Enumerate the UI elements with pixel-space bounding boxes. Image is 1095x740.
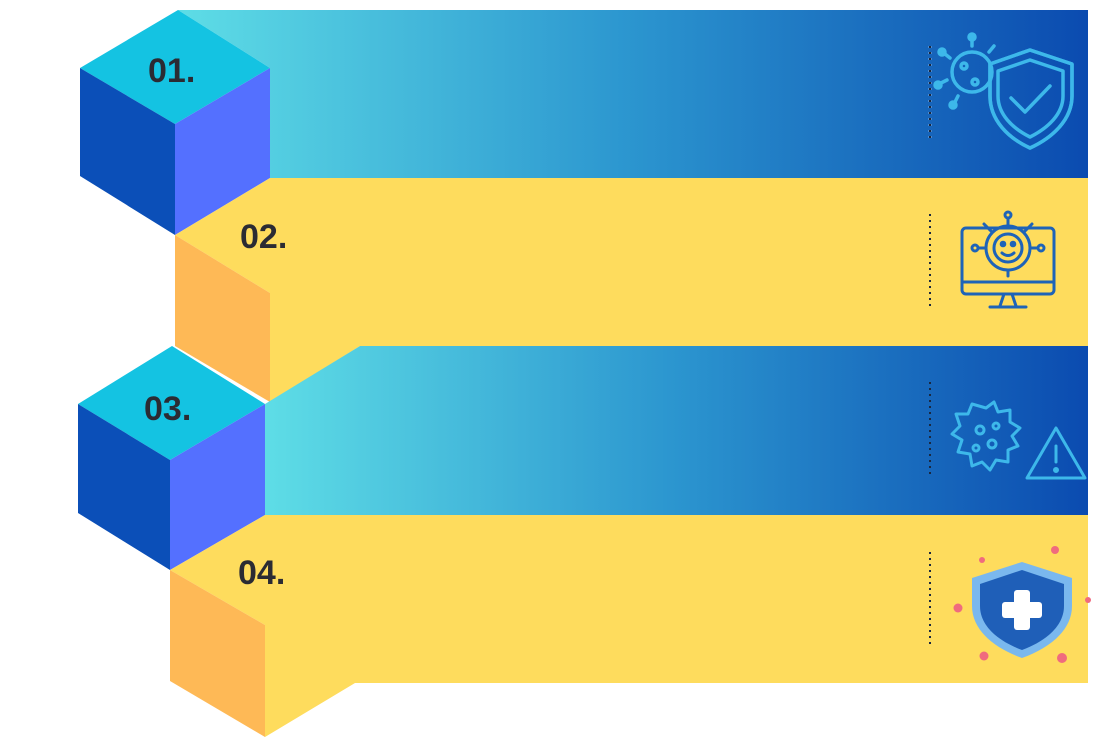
- step-04-cube-left: [170, 570, 265, 737]
- step-01-cube-left: [80, 68, 175, 235]
- step-03-band: [265, 346, 1088, 515]
- step-03: 03.: [78, 346, 1088, 570]
- step-01-cube-right: [175, 68, 270, 235]
- virus-warning-icon: [950, 400, 1087, 480]
- step-01-number: 01.: [148, 52, 195, 90]
- computer-virus-monitor-icon: [960, 210, 1056, 309]
- step-04-band: [170, 515, 1088, 737]
- step-04-number: 04.: [238, 554, 285, 592]
- medical-shield-cross-icon: [953, 546, 1091, 663]
- step-03-number: 03.: [144, 390, 191, 428]
- step-03-cube-right: [170, 404, 265, 570]
- step-01-cube-top: [80, 10, 270, 124]
- step-04: 04.: [170, 515, 1091, 737]
- step-02-cube-left: [175, 235, 270, 402]
- step-03-cube-left: [78, 404, 170, 570]
- step-01: 01.: [80, 10, 1088, 235]
- step-02-number: 02.: [240, 218, 287, 256]
- step-03-cube-top: [78, 346, 265, 460]
- virus-shield-check-icon: [933, 32, 1074, 150]
- step-01-band: [178, 10, 1088, 178]
